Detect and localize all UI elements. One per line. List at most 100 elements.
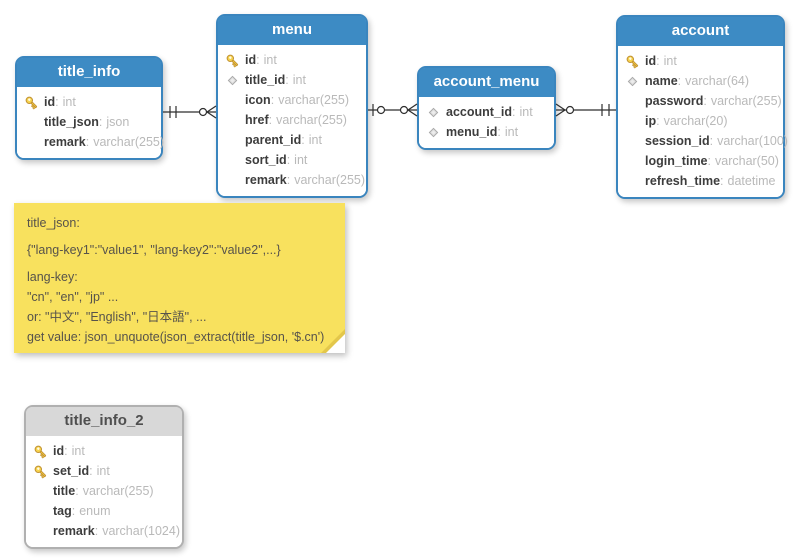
column-row[interactable]: parent_id int <box>218 130 366 150</box>
column-type: int <box>519 105 533 119</box>
column-icon-spacer <box>225 113 240 128</box>
column-type: int <box>263 53 277 67</box>
column-type: varchar(1024) <box>102 524 181 538</box>
column-row[interactable]: remark varchar(255) <box>17 132 165 152</box>
column-type: varchar(255) <box>278 93 350 107</box>
column-name: sort_id <box>245 153 290 167</box>
column-row[interactable]: sort_id int <box>218 150 366 170</box>
column-name: account_id <box>446 105 515 119</box>
primary-key-icon <box>225 53 240 68</box>
column-type: varchar(20) <box>663 114 728 128</box>
column-name: id <box>245 53 260 67</box>
column-icon-spacer <box>24 115 39 130</box>
column-type: varchar(255) <box>93 135 165 149</box>
column-type: int <box>292 73 306 87</box>
column-name: ip <box>645 114 660 128</box>
column-type: varchar(64) <box>685 74 750 88</box>
column-type: int <box>504 125 519 139</box>
column-name: icon <box>245 93 274 107</box>
table-columns: id int set_id int title varchar(255) tag… <box>26 436 182 547</box>
column-name: menu_id <box>446 125 501 139</box>
column-row[interactable]: icon varchar(255) <box>218 90 366 110</box>
column-icon-spacer <box>33 504 48 519</box>
column-row[interactable]: session_id varchar(100) <box>618 131 788 151</box>
column-row[interactable]: id int <box>17 92 161 112</box>
foreign-key-diamond-icon <box>225 73 240 88</box>
column-name: remark <box>245 173 290 187</box>
column-row[interactable]: menu_id int <box>419 122 554 142</box>
column-row[interactable]: password varchar(255) <box>618 91 783 111</box>
column-row[interactable]: name varchar(64) <box>618 71 783 91</box>
note-line: or: "中文", "English", "日本語", ... <box>27 310 207 324</box>
table-title[interactable]: menu <box>218 16 366 45</box>
column-row[interactable]: id int <box>26 441 182 461</box>
relationship-account-menu-account[interactable] <box>555 98 616 122</box>
column-row[interactable]: tag enum <box>26 501 182 521</box>
relationship-menu-account-menu[interactable] <box>368 98 418 122</box>
column-row[interactable]: title_id int <box>218 70 366 90</box>
column-type: json <box>106 115 130 129</box>
column-name: parent_id <box>245 133 305 147</box>
column-row[interactable]: remark varchar(1024) <box>26 521 182 541</box>
column-type: varchar(50) <box>715 154 779 168</box>
column-type: int <box>62 95 76 109</box>
column-icon-spacer <box>33 484 48 499</box>
column-name: set_id <box>53 464 93 478</box>
note-line: title_json: <box>27 216 80 230</box>
primary-key-icon <box>33 444 48 459</box>
column-row[interactable]: account_id int <box>419 102 554 122</box>
table-title[interactable]: title_info_2 <box>26 407 182 436</box>
column-type: varchar(255) <box>294 173 366 187</box>
column-name: id <box>53 444 68 458</box>
column-icon-spacer <box>625 134 640 149</box>
column-row[interactable]: href varchar(255) <box>218 110 366 130</box>
primary-key-icon <box>33 464 48 479</box>
column-row[interactable]: ip varchar(20) <box>618 111 783 131</box>
table-title[interactable]: title_info <box>17 58 161 87</box>
column-type: varchar(255) <box>276 113 347 127</box>
column-name: href <box>245 113 272 127</box>
column-name: remark <box>53 524 98 538</box>
column-icon-spacer <box>225 153 240 168</box>
table-menu[interactable]: menu id int title_id int icon varchar(25… <box>216 14 368 198</box>
primary-key-icon <box>24 95 39 110</box>
column-row[interactable]: set_id int <box>26 461 182 481</box>
foreign-key-diamond-icon <box>625 74 640 89</box>
column-name: session_id <box>645 134 713 148</box>
column-icon-spacer <box>33 524 48 539</box>
table-title-info[interactable]: title_info id int title_json json remark… <box>15 56 165 160</box>
column-type: varchar(255) <box>710 94 782 108</box>
column-name: remark <box>44 135 89 149</box>
column-icon-spacer <box>625 174 640 189</box>
column-name: login_time <box>645 154 711 168</box>
foreign-key-diamond-icon <box>426 105 441 120</box>
column-name: refresh_time <box>645 174 724 188</box>
primary-key-icon <box>625 54 640 69</box>
table-account-menu[interactable]: account_menu account_id int menu_id int <box>417 66 556 150</box>
column-name: title_id <box>245 73 289 87</box>
column-type: int <box>663 54 677 68</box>
note-folded-corner-icon <box>321 329 345 353</box>
column-name: name <box>645 74 681 88</box>
note-line: get value: json_unquote(json_extract(tit… <box>27 330 325 344</box>
column-row[interactable]: title_json json <box>17 112 161 132</box>
column-row[interactable]: title varchar(255) <box>26 481 182 501</box>
column-row[interactable]: login_time varchar(50) <box>618 151 783 171</box>
column-row[interactable]: id int <box>218 50 366 70</box>
column-type: int <box>294 153 308 167</box>
table-title[interactable]: account_menu <box>419 68 554 97</box>
table-columns: id int title_id int icon varchar(255) hr… <box>218 45 366 196</box>
column-row[interactable]: remark varchar(255) <box>218 170 366 190</box>
table-title-info-2[interactable]: title_info_2 id int set_id int title var… <box>24 405 184 549</box>
table-columns: id int name varchar(64) password varchar… <box>618 46 788 197</box>
table-account[interactable]: account id int name varchar(64) password… <box>616 15 788 199</box>
column-row[interactable]: id int <box>618 51 783 71</box>
relationship-title-info-menu[interactable] <box>163 100 217 124</box>
column-row[interactable]: refresh_time datetime <box>618 171 783 191</box>
column-icon-spacer <box>225 173 240 188</box>
sticky-note[interactable]: title_json: {"lang-key1":"value1", "lang… <box>14 203 345 353</box>
foreign-key-diamond-icon <box>426 125 441 140</box>
column-name: tag <box>53 504 75 518</box>
table-title[interactable]: account <box>618 17 783 46</box>
